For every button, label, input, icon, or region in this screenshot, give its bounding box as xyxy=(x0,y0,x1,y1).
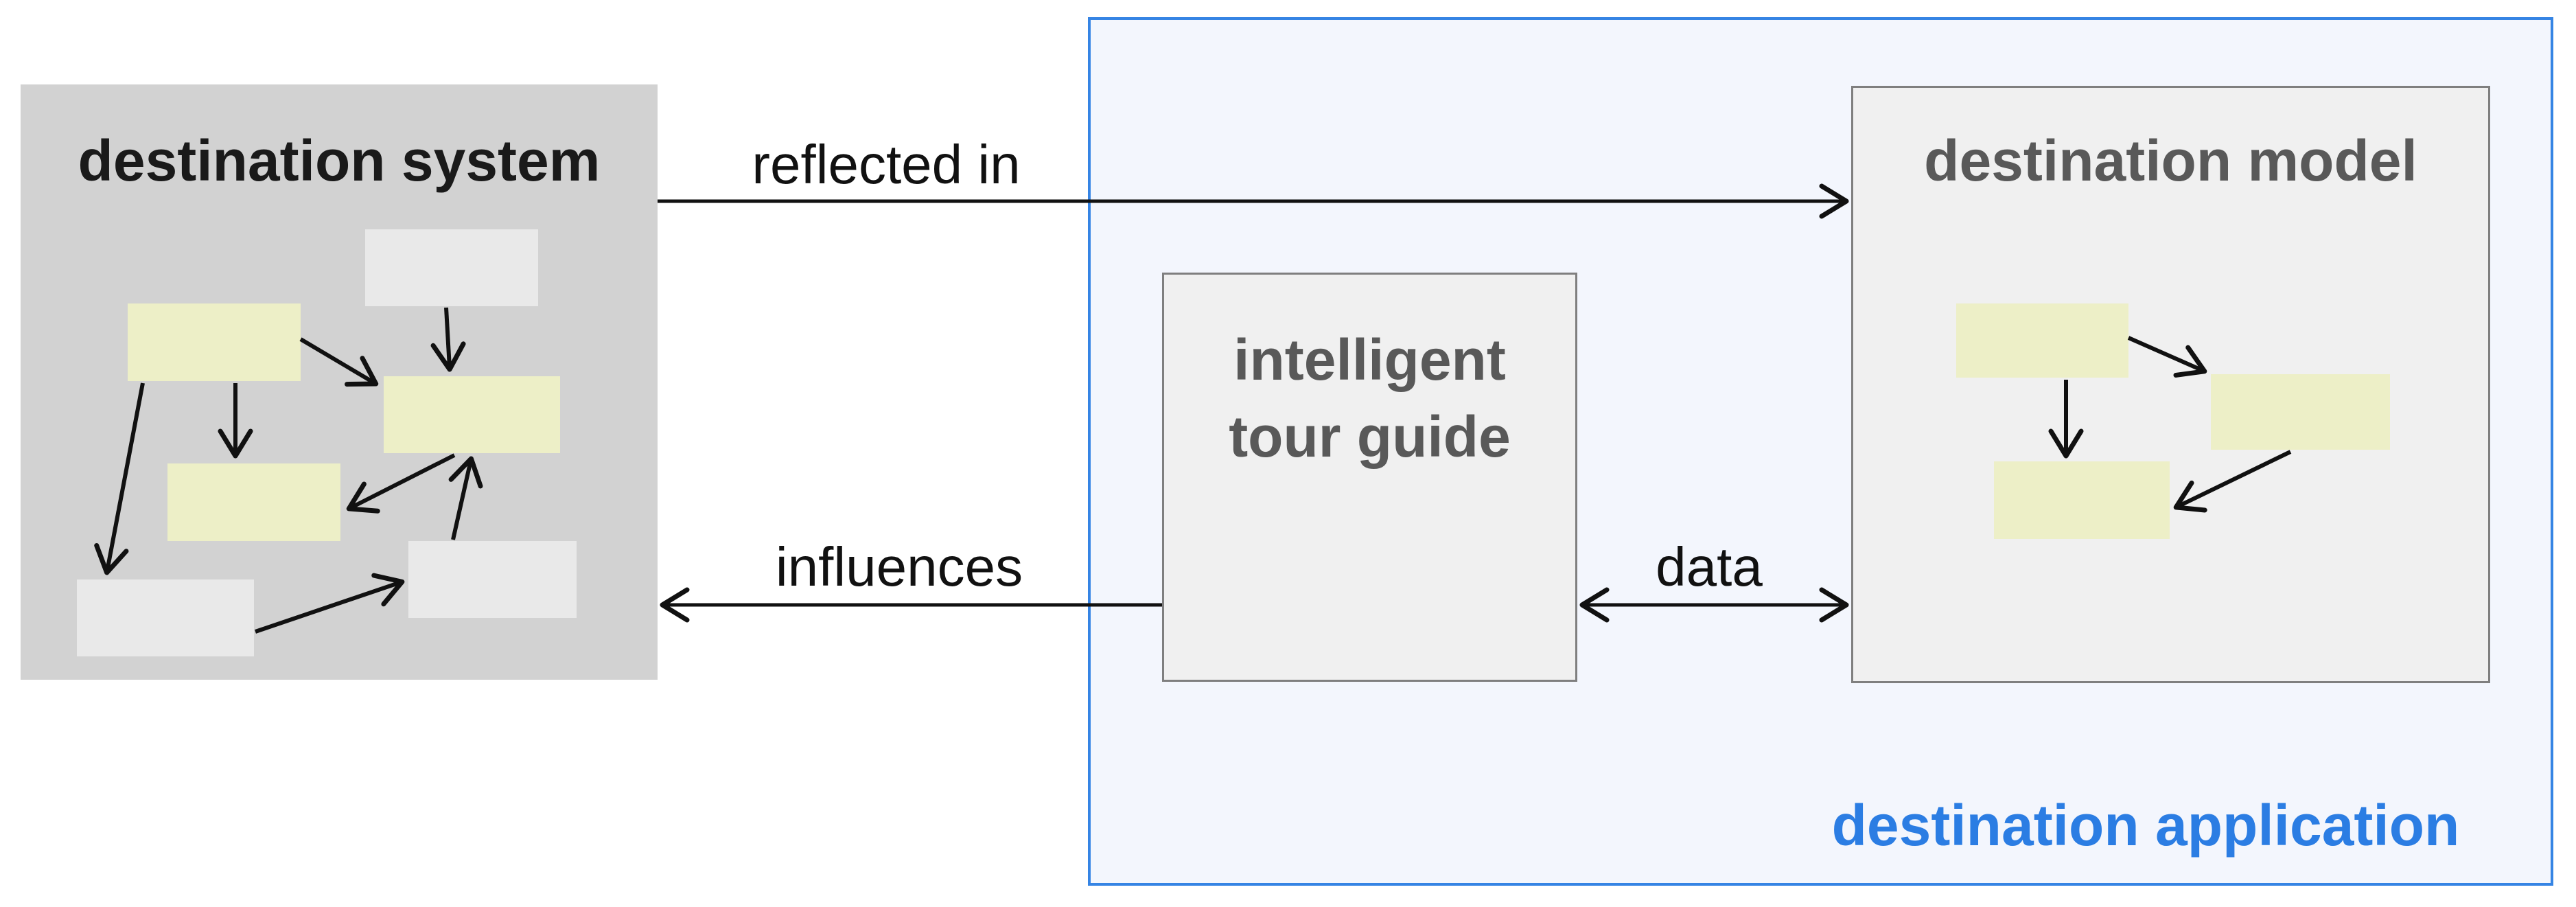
intelligent-tour-guide-box: intelligent tour guide xyxy=(1162,273,1577,682)
tour-guide-title-line1: intelligent xyxy=(1233,328,1506,392)
system-node-light-bottom-mid xyxy=(408,541,577,618)
tour-guide-title-line2: tour guide xyxy=(1229,404,1511,469)
edge-label-reflected-in: reflected in xyxy=(752,134,1021,195)
system-node-yellow-left xyxy=(128,303,301,381)
system-node-yellow-center xyxy=(167,463,340,541)
destination-system-title: destination system xyxy=(78,128,601,193)
model-node-yellow-right xyxy=(2211,374,2390,450)
model-node-yellow-top xyxy=(1956,303,2128,378)
model-node-yellow-bottom xyxy=(1994,461,2170,539)
destination-model-title: destination model xyxy=(1924,128,2417,193)
edge-label-influences: influences xyxy=(775,536,1023,597)
destination-system-box: destination system xyxy=(21,84,658,680)
edge-label-data: data xyxy=(1656,536,1763,597)
system-node-light-top xyxy=(365,229,538,306)
intelligent-tour-guide-title: intelligent tour guide xyxy=(1164,321,1575,475)
system-node-yellow-right xyxy=(384,376,560,453)
destination-application-label: destination application xyxy=(1831,793,2460,858)
system-node-light-bottom-left xyxy=(77,579,254,656)
destination-model-box: destination model xyxy=(1851,86,2490,683)
